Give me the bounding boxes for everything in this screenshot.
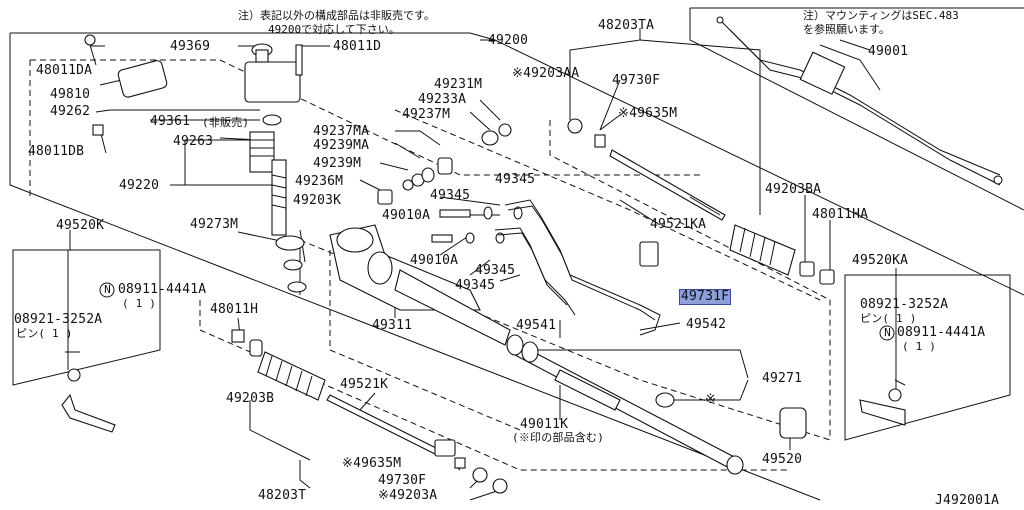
label-48011HA[interactable]: 48011HA	[812, 207, 869, 222]
label-49520KA[interactable]: 49520KA	[852, 253, 909, 268]
label-49345-c[interactable]: 49345	[475, 263, 516, 278]
label-49521KA[interactable]: 49521KA	[650, 217, 707, 232]
left-box-n-symbol: N	[104, 283, 111, 296]
label-49345-b[interactable]: 49345	[430, 188, 471, 203]
label-49236M[interactable]: 49236M	[295, 174, 344, 189]
label-49541[interactable]: 49541	[516, 318, 557, 333]
label-48011H[interactable]: 48011H	[210, 302, 259, 317]
label-48203T[interactable]: 48203T	[258, 488, 307, 503]
note-top-right-2: を参照願います。	[803, 23, 890, 36]
label-49203K[interactable]: 49203K	[293, 193, 342, 208]
label-49203B[interactable]: 49203B	[226, 391, 275, 406]
label-49369[interactable]: 49369	[170, 39, 211, 54]
label-49239M[interactable]: 49239M	[313, 156, 362, 171]
note-top-left-1: 注）表記以外の構成部品は非販売です。	[238, 9, 435, 22]
left-box-pin-part[interactable]: 08921-3252A	[14, 312, 103, 327]
label-49010A-a[interactable]: 49010A	[382, 208, 431, 223]
label-48203TA[interactable]: 48203TA	[598, 18, 655, 33]
label-49011K-note: (※印の部品含む)	[512, 431, 605, 444]
label-49730F-bottom[interactable]: 49730F	[378, 473, 427, 488]
right-box-pin-label: ピン( 1 )	[860, 312, 917, 325]
label-49271[interactable]: 49271	[762, 371, 803, 386]
label-49311[interactable]: 49311	[372, 318, 413, 333]
left-box-pin-label: ピン( 1 )	[16, 327, 73, 340]
label-49203BA[interactable]: 49203BA	[765, 182, 822, 197]
left-box-nut-qty: ( 1 )	[122, 297, 157, 310]
left-box-nut-part[interactable]: 08911-4441A	[118, 282, 207, 297]
right-box-nut-part[interactable]: 08911-4441A	[897, 325, 986, 340]
label-49237M[interactable]: 49237M	[402, 107, 451, 122]
label-49521K[interactable]: 49521K	[340, 377, 389, 392]
label-49011K[interactable]: 49011K	[520, 417, 569, 432]
right-box-nut-qty: ( 1 )	[902, 340, 937, 353]
label-48011D[interactable]: 48011D	[333, 39, 382, 54]
right-box-pin-part[interactable]: 08921-3252A	[860, 297, 949, 312]
label-49345-d[interactable]: 49345	[455, 278, 496, 293]
diagram-code: J492001A	[935, 493, 1000, 508]
label-49730F-top[interactable]: 49730F	[612, 73, 661, 88]
label-49263[interactable]: 49263	[173, 134, 214, 149]
label-49200[interactable]: 49200	[488, 33, 529, 48]
label-49203A-bottom[interactable]: ※49203A	[378, 488, 438, 503]
label-hihanbai: (非販売)	[202, 116, 250, 129]
label-49010A-b[interactable]: 49010A	[410, 253, 459, 268]
label-49361[interactable]: 49361	[150, 114, 191, 129]
label-49635M-bottom[interactable]: ※49635M	[342, 456, 402, 471]
label-49635M-top[interactable]: ※49635M	[618, 106, 678, 121]
label-49345-a[interactable]: 49345	[495, 172, 536, 187]
note-top-right-1: 注）マウンティングはSEC.483	[803, 9, 959, 22]
note-top-left-2: 49200で対応して下さい。	[268, 23, 400, 36]
label-49262[interactable]: 49262	[50, 104, 91, 119]
right-box-n-symbol: N	[884, 326, 891, 339]
label-48011DB[interactable]: 48011DB	[28, 144, 85, 159]
label-asterisk: ※	[705, 392, 717, 407]
label-49237MA[interactable]: 49237MA	[313, 124, 370, 139]
label-49731F-highlighted[interactable]: 49731F	[678, 289, 732, 305]
label-49203AA[interactable]: ※49203AA	[512, 66, 580, 81]
label-49231M[interactable]: 49231M	[434, 77, 483, 92]
label-48011DA[interactable]: 48011DA	[36, 63, 93, 78]
label-49520K[interactable]: 49520K	[56, 218, 105, 233]
label-49233A[interactable]: 49233A	[418, 92, 467, 107]
label-49001[interactable]: 49001	[868, 44, 909, 59]
label-49520[interactable]: 49520	[762, 452, 803, 467]
label-49542[interactable]: 49542	[686, 317, 727, 332]
label-49239MA[interactable]: 49239MA	[313, 138, 370, 153]
label-49273M[interactable]: 49273M	[190, 217, 239, 232]
label-49220[interactable]: 49220	[119, 178, 160, 193]
label-49810[interactable]: 49810	[50, 87, 91, 102]
